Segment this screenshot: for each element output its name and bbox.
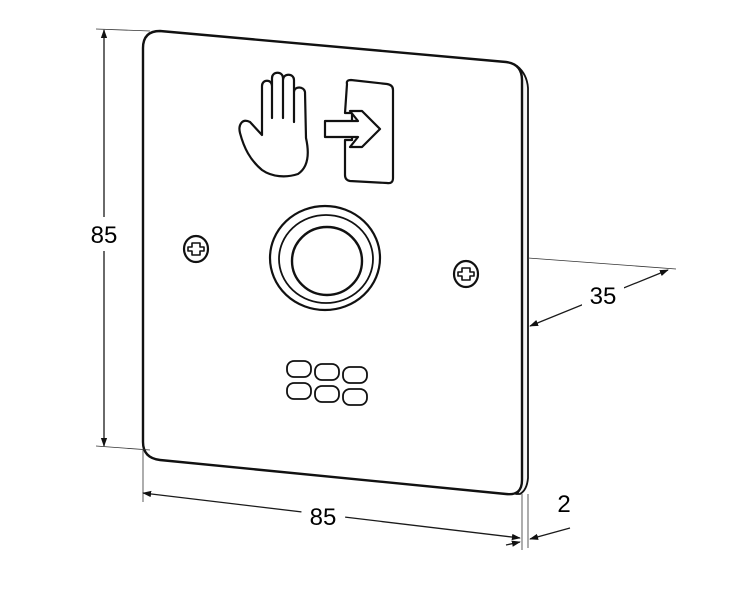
height-dimension: 85 — [84, 28, 151, 451]
width-dimension-label: 85 — [310, 504, 337, 531]
left-screw-icon — [182, 234, 210, 264]
depth-dimension-label: 35 — [590, 283, 617, 310]
depth-dimension: 35 — [527, 257, 677, 327]
thickness-dimension: 2 — [505, 491, 571, 548]
thickness-dimension-label: 2 — [557, 491, 570, 518]
speaker-grille-icon — [286, 360, 368, 406]
right-screw-icon — [452, 259, 480, 289]
width-dimension: 85 — [142, 450, 523, 550]
height-dimension-label: 85 — [91, 222, 118, 249]
stop-hand-icon — [238, 71, 309, 178]
exit-arrow-icon — [323, 78, 395, 185]
push-button-icon — [268, 204, 382, 312]
